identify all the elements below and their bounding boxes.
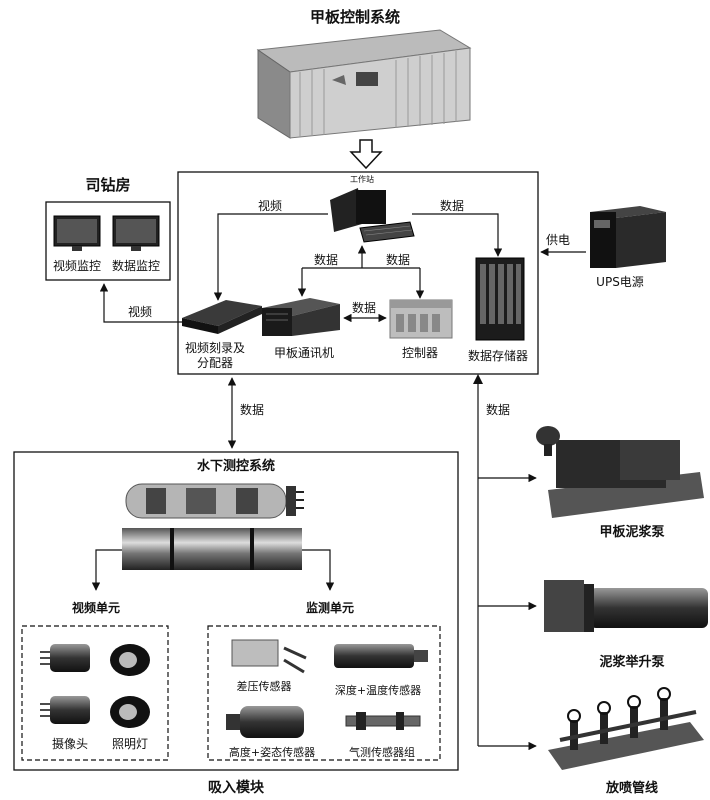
video-monitor-label: 视频监控 [53, 258, 101, 273]
deck-down-arrow [351, 140, 381, 168]
container-image [258, 30, 470, 138]
monitor-unit-title: 监测单元 [306, 600, 354, 615]
driller-room-title: 司钻房 [85, 176, 130, 194]
recorder-label-1: 视频刻录及 [185, 340, 245, 355]
sensor-dp-label: 差压传感器 [237, 679, 292, 693]
storage-label: 数据存储器 [468, 348, 528, 363]
depth-temperature-sensor-icon [334, 644, 428, 668]
communicator-label: 甲板通讯机 [274, 346, 334, 360]
subsea-title: 水下测控系统 [197, 458, 275, 474]
light-icon-top [110, 644, 150, 676]
flow-label-data-left: 数据 [314, 252, 338, 267]
mud-pump-label: 甲板泥浆泵 [599, 524, 664, 540]
mud-pump-image [536, 426, 704, 518]
blowout-manifold-image [548, 688, 704, 770]
camera-label: 摄像头 [52, 736, 88, 751]
data-monitor-label: 数据监控 [112, 258, 160, 273]
data-storage-icon [476, 258, 524, 340]
flow-label-data-right: 数据 [386, 252, 410, 267]
lift-pump-image [544, 580, 708, 632]
ups-label: UPS电源 [596, 275, 644, 289]
sensor-gas-label: 气测传感器组 [349, 745, 415, 759]
flow-label-data-subsea: 数据 [240, 402, 264, 417]
flow-label-video-top: 视频 [258, 198, 282, 213]
controller-label: 控制器 [402, 346, 438, 360]
manifold-label: 放喷管线 [605, 780, 658, 796]
subsea-cylinder-image [122, 528, 302, 570]
data-monitor-icon [113, 216, 159, 251]
video-unit-title: 视频单元 [72, 600, 120, 615]
lift-pump-label: 泥浆举升泵 [599, 654, 664, 670]
suction-module-label: 吸入模块 [208, 779, 265, 796]
workstation-label: 工作站 [350, 174, 374, 184]
sensor-depth-temp-label: 深度+温度传感器 [335, 683, 421, 697]
ups-icon [590, 206, 666, 268]
light-icon-bottom [110, 696, 150, 728]
flow-label-data-equipment: 数据 [486, 402, 510, 417]
deck-title: 甲板控制系统 [310, 8, 400, 26]
controller-icon [390, 300, 452, 338]
recorder-label-2: 分配器 [197, 356, 233, 370]
equipment-bus-arrowhead [473, 374, 483, 384]
light-label: 照明灯 [112, 737, 148, 751]
flow-label-power: 供电 [546, 233, 570, 247]
subsea-frame-image [126, 484, 304, 518]
flow-label-data-top: 数据 [440, 198, 464, 213]
sensor-height-attitude-label: 高度+姿态传感器 [229, 745, 315, 759]
flow-label-video-left: 视频 [128, 304, 152, 319]
flow-label-data-mid: 数据 [352, 300, 376, 315]
video-monitor-icon [54, 216, 100, 251]
